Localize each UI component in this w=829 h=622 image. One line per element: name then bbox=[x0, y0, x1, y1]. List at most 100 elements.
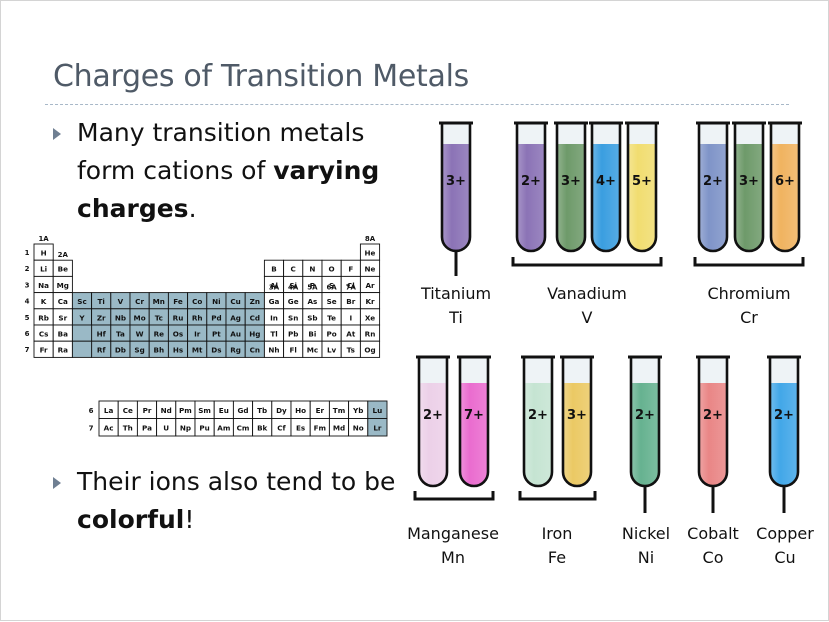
test-tube: 3+ bbox=[732, 121, 766, 253]
bullet-arrow-icon bbox=[53, 128, 61, 140]
tube-liquid bbox=[524, 383, 552, 486]
ion-charge-label: 2+ bbox=[703, 408, 723, 423]
group-bracket bbox=[693, 257, 805, 267]
test-tube: 2+ bbox=[696, 121, 730, 253]
bullet-colorful: Their ions also tend to be colorful! bbox=[53, 463, 397, 539]
bullet1-bold: varying charges bbox=[77, 156, 380, 223]
ion-charge-label: 2+ bbox=[774, 408, 794, 423]
ion-charge-label: 2+ bbox=[635, 408, 655, 423]
metal-name-label: Copper bbox=[756, 524, 814, 543]
tube-liquid bbox=[460, 383, 488, 486]
tube-outline bbox=[590, 123, 622, 253]
ion-charge-label: 3+ bbox=[446, 174, 466, 189]
test-tube: 2+ bbox=[767, 355, 801, 488]
test-tube: 7+ bbox=[457, 355, 491, 488]
title-divider bbox=[45, 104, 789, 105]
metal-name-label: Iron bbox=[542, 524, 573, 543]
group-bracket bbox=[511, 257, 663, 267]
tube-glass bbox=[419, 357, 447, 383]
tube-glass bbox=[735, 123, 763, 144]
bullet2-bold: colorful bbox=[77, 505, 185, 534]
tube-glass bbox=[517, 123, 545, 144]
test-tube: 3+ bbox=[560, 355, 594, 488]
tube-liquid bbox=[699, 383, 727, 486]
tube-liquid bbox=[442, 144, 470, 251]
tube-outline bbox=[768, 357, 800, 488]
metal-symbol-label: Co bbox=[703, 548, 724, 567]
tube-liquid bbox=[628, 144, 656, 251]
tube-glass bbox=[557, 123, 585, 144]
test-tube: 6+ bbox=[768, 121, 802, 253]
metal-symbol-label: Mn bbox=[441, 548, 465, 567]
tube-glass bbox=[770, 357, 798, 383]
tube-glass bbox=[524, 357, 552, 383]
tube-outline bbox=[629, 357, 661, 488]
test-tube: 4+ bbox=[589, 121, 623, 253]
bullet1-end: . bbox=[188, 194, 197, 223]
tube-glass bbox=[699, 357, 727, 383]
ion-charge-label: 3+ bbox=[739, 174, 759, 189]
ion-charge-label: 5+ bbox=[632, 174, 652, 189]
slide-title: Charges of Transition Metals bbox=[53, 59, 469, 94]
test-tube: 2+ bbox=[696, 355, 730, 488]
ion-charge-label: 7+ bbox=[464, 408, 484, 423]
tube-outline bbox=[417, 357, 449, 488]
tube-glass bbox=[442, 123, 470, 144]
tube-outline bbox=[522, 357, 554, 488]
test-tube: 2+ bbox=[628, 355, 662, 488]
metal-name-label: Titanium bbox=[420, 284, 491, 303]
test-tube: 2+ bbox=[521, 355, 555, 488]
ion-charge-label: 6+ bbox=[775, 174, 795, 189]
tube-outline bbox=[440, 123, 472, 253]
tube-outline bbox=[515, 123, 547, 253]
test-tube: 3+ bbox=[554, 121, 588, 253]
metal-symbol-label: Ni bbox=[638, 548, 654, 567]
tube-liquid bbox=[770, 383, 798, 486]
metal-name-label: Vanadium bbox=[547, 284, 627, 303]
bullet1-text: Many transition metals form cations of bbox=[77, 118, 365, 185]
tube-outline bbox=[561, 357, 593, 488]
tube-glass bbox=[592, 123, 620, 144]
bullet2-end: ! bbox=[184, 505, 195, 534]
tube-glass bbox=[563, 357, 591, 383]
ion-charge-label: 3+ bbox=[561, 174, 581, 189]
tube-glass bbox=[631, 357, 659, 383]
metal-symbol-label: Cu bbox=[774, 548, 795, 567]
tube-liquid bbox=[592, 144, 620, 251]
metal-symbol-label: Fe bbox=[548, 548, 566, 567]
group-bracket bbox=[413, 491, 495, 501]
tube-outline bbox=[769, 123, 801, 253]
ion-charge-label: 2+ bbox=[521, 174, 541, 189]
tube-glass bbox=[771, 123, 799, 144]
metal-name-label: Manganese bbox=[407, 524, 499, 543]
tube-outline bbox=[697, 123, 729, 253]
metal-name-label: Chromium bbox=[707, 284, 790, 303]
tube-outline bbox=[555, 123, 587, 253]
tube-liquid bbox=[557, 144, 585, 251]
tube-liquid bbox=[419, 383, 447, 486]
ion-charge-label: 2+ bbox=[528, 408, 548, 423]
metal-symbol-label: Cr bbox=[740, 308, 758, 327]
ion-charge-label: 4+ bbox=[596, 174, 616, 189]
metal-symbol-label: Ti bbox=[448, 308, 463, 327]
metal-name-label: Nickel bbox=[622, 524, 670, 543]
ion-charge-label: 3+ bbox=[567, 408, 587, 423]
test-tube: 3+ bbox=[439, 121, 473, 253]
metal-symbol-label: V bbox=[582, 308, 593, 327]
tube-liquid bbox=[563, 383, 591, 486]
metal-name-label: Cobalt bbox=[687, 524, 739, 543]
test-tube: 2+ bbox=[514, 121, 548, 253]
tube-outline bbox=[626, 123, 658, 253]
tube-liquid bbox=[771, 144, 799, 251]
bullet2-text: Their ions also tend to be bbox=[77, 467, 396, 496]
group-bracket bbox=[518, 491, 597, 501]
tube-liquid bbox=[517, 144, 545, 251]
test-tube: 5+ bbox=[625, 121, 659, 253]
tube-outline bbox=[733, 123, 765, 253]
tube-glass bbox=[699, 123, 727, 144]
bullet-varying-charges: Many transition metals form cations of v… bbox=[53, 114, 387, 228]
ion-charge-label: 2+ bbox=[423, 408, 443, 423]
ion-charge-label: 2+ bbox=[703, 174, 723, 189]
